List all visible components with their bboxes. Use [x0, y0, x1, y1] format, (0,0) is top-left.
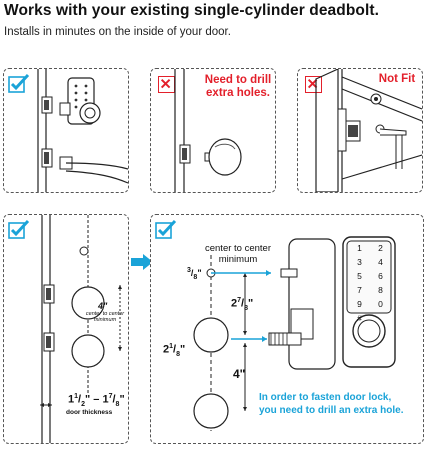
keypad-key: 9 [357, 299, 362, 309]
x-icon [305, 76, 322, 93]
check-icon [155, 219, 177, 239]
mortise-lock-illustration [315, 69, 422, 192]
keypad-key: 3 [357, 257, 362, 267]
keypad-key: # [357, 313, 362, 323]
keypad-key: 0 [378, 299, 383, 309]
door-thickness-value: 11/2" – 17/8" [68, 393, 125, 408]
page-subtitle: Installs in minutes on the inside of you… [4, 26, 231, 38]
keypad-key: 2 [378, 243, 383, 253]
knob-illustration [174, 69, 242, 192]
extra-hole-note: In order to fasten door lock,you need to… [259, 392, 404, 416]
panel-not-fit: Not Fit [297, 68, 423, 193]
hole-dimension: 21/8" [163, 343, 186, 358]
keypad-key: 5 [357, 271, 362, 281]
keypad-key: 4 [378, 257, 383, 267]
lever-handle-illustration [37, 69, 128, 192]
check-icon [8, 73, 30, 93]
keypad-key: 8 [378, 285, 383, 295]
door-thickness-caption: door thickness [66, 409, 113, 416]
panel-lever-handle [3, 68, 129, 193]
not-fit-label: Not Fit [378, 73, 416, 85]
keypad: 1 2 3 4 5 6 7 8 9 0 # [349, 243, 391, 323]
page-title: Works with your existing single-cylinder… [4, 2, 380, 19]
offset-dimension: 27/8" [231, 297, 254, 312]
check-icon [8, 219, 30, 239]
door-spacing-value: 4" [98, 301, 108, 311]
install-spacing-value: 4" [233, 367, 246, 381]
door-prep-illustration [40, 215, 122, 443]
keypad-key: 1 [357, 243, 362, 253]
install-dimension-illustration [193, 236, 396, 431]
arrow-right-icon [131, 254, 153, 270]
keypad-key: 6 [378, 271, 383, 281]
keypad-key: 7 [357, 285, 362, 295]
small-hole-dimension: 3/8" [187, 267, 202, 281]
